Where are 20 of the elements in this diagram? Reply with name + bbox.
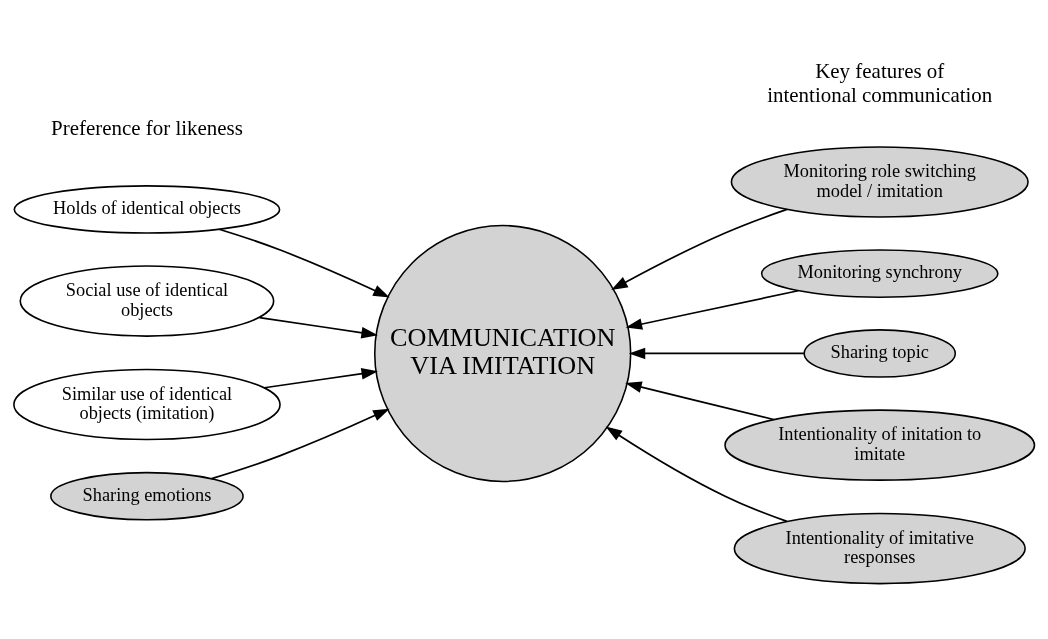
node-ellipse: Similar use of identical objects (imitation) [13, 368, 281, 440]
arrow [625, 289, 799, 330]
arrow [210, 408, 390, 479]
node-ellipse: Holds of identical objects [13, 184, 281, 234]
arrow [263, 367, 378, 389]
label: Key features of intentional communication [767, 58, 993, 107]
arrow [258, 316, 378, 338]
node-ellipse: Sharing topic [803, 328, 957, 378]
arrow [625, 380, 775, 420]
arrow [628, 347, 805, 359]
node-ellipse: Intentionality of imitative responses [733, 512, 1026, 584]
label: Preference for likeness [51, 115, 243, 140]
node-ellipse: Intentionality of initation to imitate [724, 408, 1036, 481]
node-ellipse: Social use of identical objects [19, 264, 275, 337]
node-ellipse: Sharing emotions [50, 471, 244, 521]
arrow [605, 425, 788, 522]
node-ellipse: Monitoring synchrony [760, 248, 999, 298]
node-ellipse: Monitoring role switching model / imitation [730, 145, 1029, 218]
arrow [611, 208, 788, 290]
arrow [218, 227, 390, 298]
